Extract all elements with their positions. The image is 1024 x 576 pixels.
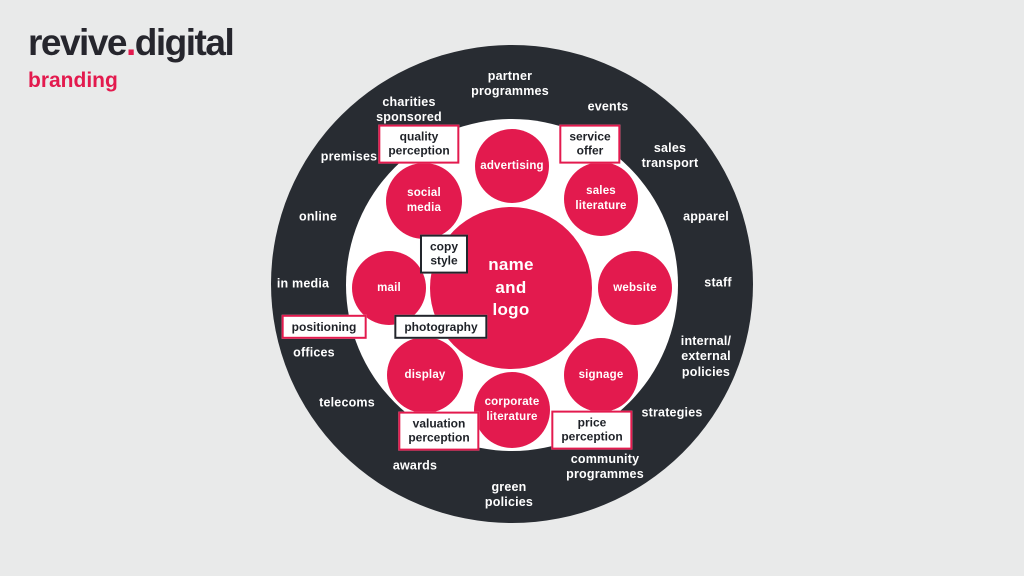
ring-label-strategies: strategies bbox=[641, 405, 703, 420]
ring-label-apparel: apparel bbox=[683, 209, 729, 224]
satellite-circle-website: website bbox=[598, 251, 672, 325]
label-box-copy-style: copy style bbox=[419, 234, 469, 274]
brand-name-suffix: digital bbox=[134, 22, 235, 63]
ring-label-charities-sponsored: charities sponsored bbox=[376, 94, 442, 124]
label-box-valuation-perception: valuation perception bbox=[398, 411, 480, 451]
ring-label-sales-transport: sales transport bbox=[641, 140, 699, 170]
satellite-circle-social-media: social media bbox=[386, 163, 462, 239]
center-circle-name-and-logo: name and logo bbox=[430, 207, 592, 369]
ring-label-events: events bbox=[587, 99, 629, 114]
label-box-quality-perception: quality perception bbox=[378, 124, 460, 164]
satellite-circle-sales-literature: sales literature bbox=[564, 162, 638, 236]
ring-label-in-media: in media bbox=[276, 276, 330, 291]
satellite-circle-display: display bbox=[387, 337, 463, 413]
label-box-photography: photography bbox=[394, 314, 488, 340]
ring-label-telecoms: telecoms bbox=[319, 395, 375, 410]
label-box-service-offer: service offer bbox=[559, 124, 621, 164]
brand-name-main: revive bbox=[28, 22, 128, 63]
brand-logo: revive.digital branding bbox=[28, 22, 235, 92]
ring-label-green-policies: green policies bbox=[484, 479, 534, 509]
satellite-circle-corporate-literature: corporate literature bbox=[474, 372, 550, 448]
ring-label-staff: staff bbox=[704, 275, 732, 290]
brand-name: revive.digital bbox=[28, 22, 235, 63]
ring-label-offices: offices bbox=[293, 345, 335, 360]
brand-subtitle: branding bbox=[28, 69, 118, 92]
label-box-price-perception: price perception bbox=[551, 410, 633, 450]
satellite-circle-signage: signage bbox=[564, 338, 638, 412]
ring-label-partner-programmes: partner programmes bbox=[471, 68, 549, 98]
label-box-positioning: positioning bbox=[281, 314, 367, 340]
ring-label-community-programmes: community programmes bbox=[566, 451, 644, 481]
ring-label-premises: premises bbox=[320, 149, 378, 164]
brand-name-dot: . bbox=[126, 22, 136, 63]
ring-label-online: online bbox=[298, 209, 338, 224]
satellite-circle-mail: mail bbox=[352, 251, 426, 325]
ring-label-internal-external-policies: internal/ external policies bbox=[680, 334, 732, 379]
satellite-circle-advertising: advertising bbox=[475, 129, 549, 203]
ring-label-awards: awards bbox=[392, 458, 438, 473]
